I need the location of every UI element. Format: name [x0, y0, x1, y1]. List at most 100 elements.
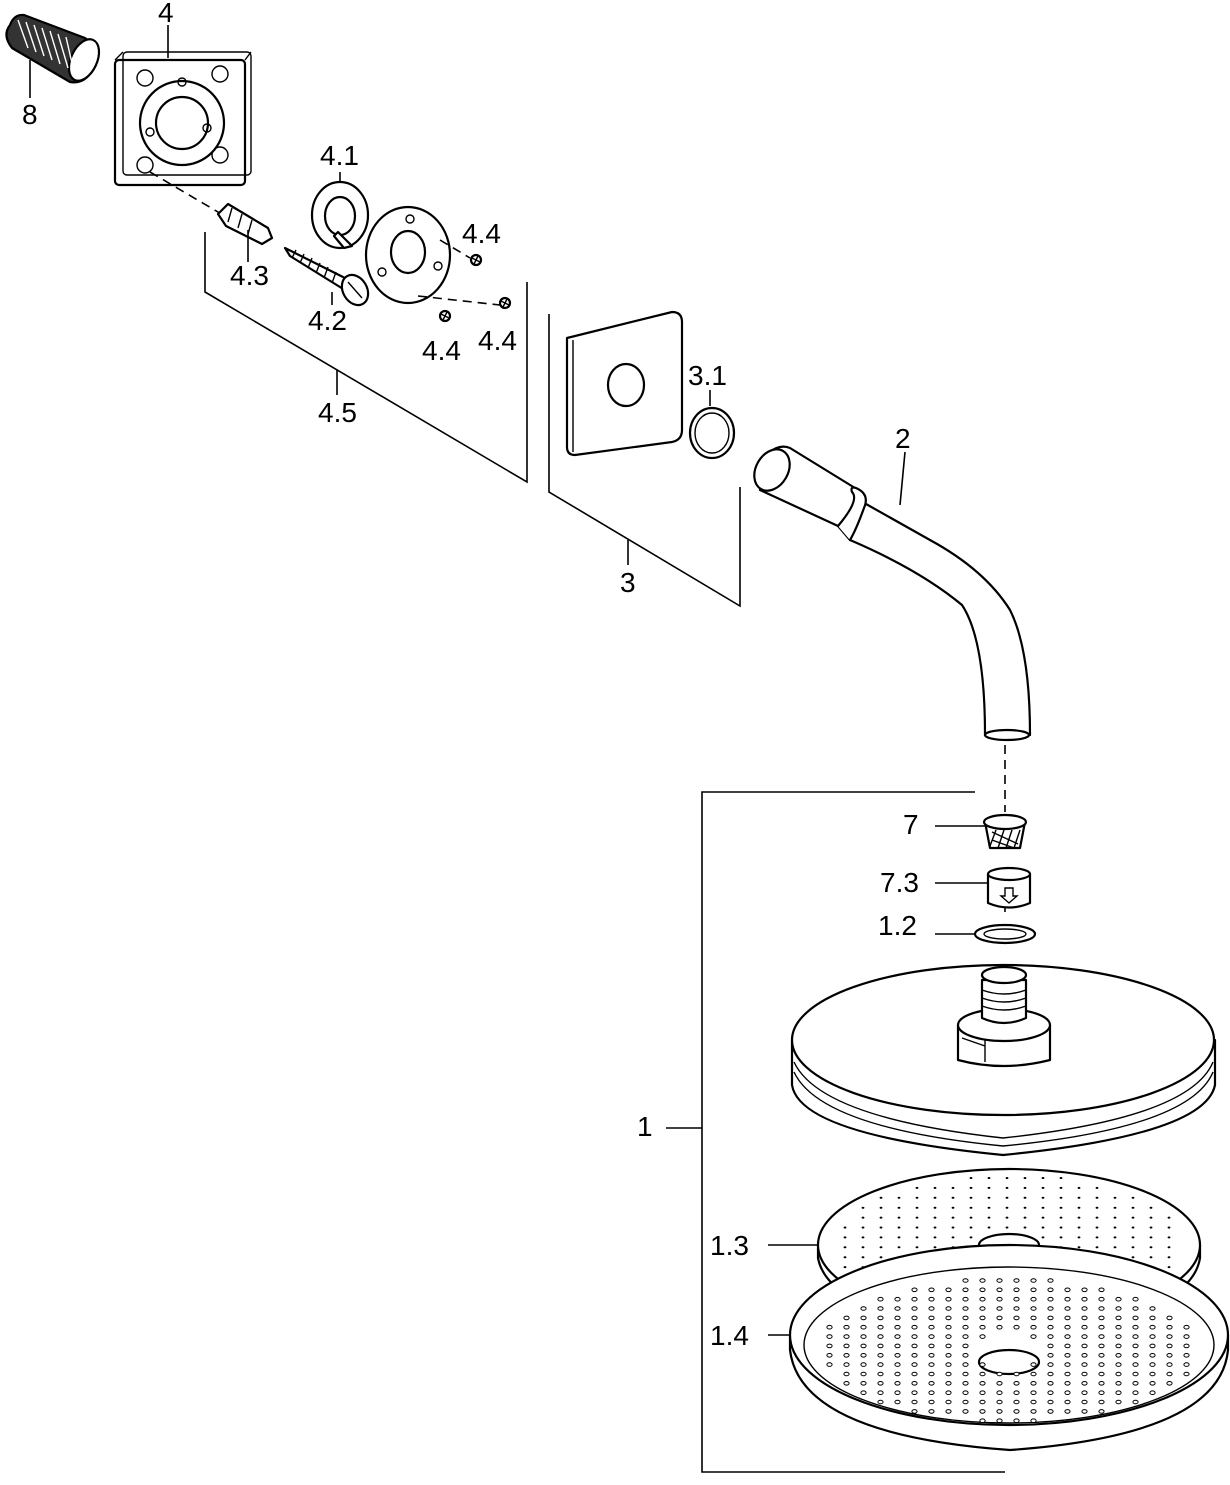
nozzle-hole [879, 1226, 883, 1229]
nozzle-hole [911, 1399, 918, 1405]
nozzle-hole [1030, 1296, 1037, 1302]
nozzle-hole [1098, 1371, 1105, 1377]
nozzle-hole [894, 1371, 901, 1377]
nozzle-hole [1132, 1343, 1139, 1349]
nozzle-hole [962, 1399, 969, 1405]
nozzle-hole [1183, 1334, 1190, 1339]
nozzle-hole [894, 1324, 901, 1330]
nozzle-hole [1132, 1381, 1139, 1386]
nozzle-hole [933, 1186, 937, 1189]
nozzle-hole [1115, 1390, 1122, 1395]
nozzle-hole [1132, 1399, 1139, 1405]
label-part-1-4: 1.4 [710, 1320, 749, 1351]
nozzle-hole [897, 1226, 901, 1229]
nozzle-hole [951, 1226, 955, 1229]
nozzle-hole [1115, 1399, 1122, 1405]
nozzle-hole [987, 1226, 991, 1229]
nozzle-hole [1167, 1256, 1171, 1259]
nozzle-hole [1149, 1306, 1156, 1311]
nozzle-hole [843, 1324, 850, 1330]
nozzle-hole [951, 1186, 955, 1189]
nozzle-hole [933, 1196, 937, 1199]
nozzle-hole [1047, 1343, 1054, 1349]
nozzle-hole [979, 1315, 986, 1321]
nozzle-hole [979, 1418, 986, 1423]
nozzle-hole [1030, 1287, 1037, 1293]
nozzle-hole [1030, 1390, 1037, 1395]
nozzle-hole [979, 1287, 986, 1293]
label-part-4-4-upper: 4.4 [462, 218, 501, 249]
nozzle-hole [915, 1206, 919, 1209]
cover-plate-part [565, 310, 684, 457]
nozzle-hole [1081, 1362, 1088, 1367]
nozzle-hole [979, 1362, 986, 1367]
nozzle-hole [933, 1246, 937, 1249]
nozzle-hole [911, 1409, 918, 1414]
nozzle-hole [928, 1399, 935, 1405]
kit-bracket-1 [666, 791, 1005, 1473]
nozzle-hole [951, 1216, 955, 1219]
nozzle-hole [1059, 1177, 1063, 1179]
nozzle-hole [996, 1390, 1003, 1395]
nozzle-hole [843, 1343, 850, 1349]
nozzle-hole [962, 1334, 969, 1339]
nozzle-hole [860, 1306, 867, 1311]
nozzle-hole [1030, 1278, 1037, 1283]
nozzle-hole [1113, 1216, 1117, 1219]
nozzle-hole [1013, 1278, 1020, 1283]
nozzle-hole [1149, 1315, 1156, 1321]
nozzle-hole [1081, 1390, 1088, 1395]
nozzle-hole [1013, 1296, 1020, 1302]
nozzle-hole [1098, 1334, 1105, 1339]
nozzle-hole [1131, 1226, 1135, 1229]
nozzle-hole [1077, 1236, 1081, 1239]
nozzle-hole [1005, 1196, 1009, 1199]
label-part-7: 7 [903, 809, 919, 840]
nozzle-hole [1149, 1206, 1153, 1209]
nozzle-hole [1030, 1418, 1037, 1423]
nozzle-hole [861, 1216, 865, 1219]
nozzle-hole [1149, 1362, 1156, 1367]
kit-bracket-4-5 [204, 232, 528, 484]
nozzle-hole [945, 1399, 952, 1405]
nozzle-hole [1149, 1256, 1153, 1259]
nozzle-hole [843, 1362, 850, 1367]
mounting-flange-part [364, 205, 501, 306]
nozzle-hole [915, 1246, 919, 1249]
nozzle-hole [1047, 1287, 1054, 1293]
nozzle-hole [962, 1315, 969, 1321]
nozzle-hole [1131, 1196, 1135, 1199]
nozzle-hole [861, 1226, 865, 1229]
nozzle-hole [894, 1353, 901, 1358]
nozzle-hole [1113, 1246, 1117, 1249]
nozzle-hole [826, 1334, 833, 1339]
nozzle-hole [843, 1334, 850, 1339]
nozzle-hole [945, 1381, 952, 1386]
nozzle-hole [1183, 1362, 1190, 1367]
nozzle-hole [1013, 1381, 1020, 1386]
nozzle-hole [1047, 1315, 1054, 1321]
nozzle-hole [897, 1196, 901, 1199]
label-part-1-2: 1.2 [878, 910, 917, 941]
nozzle-hole [945, 1353, 952, 1358]
nozzle-hole [1183, 1353, 1190, 1358]
nozzle-hole [877, 1296, 884, 1302]
flow-restrictor-part [935, 866, 1032, 909]
nozzle-hole [1132, 1306, 1139, 1311]
nozzle-hole [843, 1371, 850, 1377]
nozzle-hole [860, 1381, 867, 1386]
nozzle-hole [879, 1206, 883, 1209]
nozzle-hole [843, 1381, 850, 1386]
shower-head-body-part [790, 963, 1217, 1157]
nozzle-hole [1131, 1216, 1135, 1219]
nozzle-hole [877, 1381, 884, 1386]
nozzle-hole [1005, 1177, 1009, 1179]
small-screw-part [438, 253, 512, 323]
nozzle-hole [1149, 1324, 1156, 1330]
nozzle-hole [894, 1362, 901, 1367]
nozzle-hole [1115, 1362, 1122, 1367]
nozzle-hole [996, 1278, 1003, 1283]
nozzle-hole [1166, 1371, 1173, 1377]
nozzle-hole [1132, 1390, 1139, 1395]
